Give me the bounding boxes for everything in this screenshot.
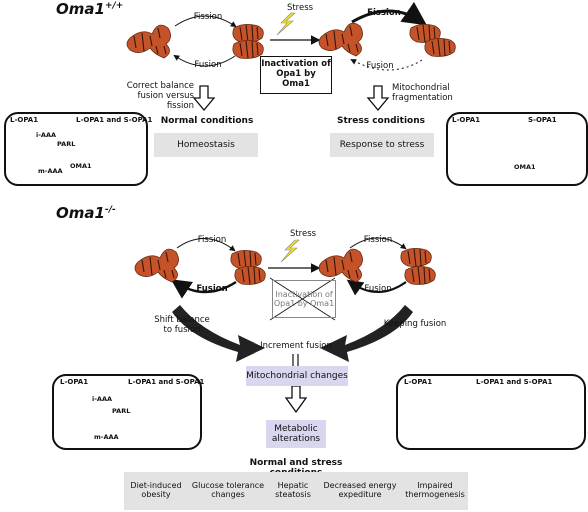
normal-conditions-label: Normal conditions (160, 116, 254, 126)
increment-fusion-label: Increment fusion (260, 341, 332, 351)
top-left-cycle (126, 15, 264, 67)
bl-maaa: m-AAA (94, 433, 119, 441)
response-box: Response to stress (330, 133, 434, 157)
stress-conditions-label: Stress conditions (337, 116, 425, 126)
top-title: Oma1+/+ (56, 0, 124, 18)
bottom-fusion-left: Fusion (196, 284, 228, 294)
bottom-title: Oma1-/- (56, 204, 116, 222)
bl-both: L-OPA1 and S-OPA1 (128, 378, 205, 386)
metabolic-box: Metabolic alterations (266, 420, 326, 448)
keeping-fusion-label: Keeping fusion (383, 319, 447, 329)
mito-changes-box: Mitochondrial changes (246, 366, 348, 386)
top-fusion-left: Fusion (194, 60, 222, 70)
keeping-arrow (320, 305, 413, 362)
condition-item: Glucose tolerance changes (191, 481, 265, 499)
bottom-right-panel (396, 374, 586, 450)
tl-parl: PARL (57, 140, 76, 148)
br-both: L-OPA1 and S-OPA1 (476, 378, 553, 386)
top-inactivation-box: Inactivation of Opa1 by Oma1 (260, 56, 332, 94)
correct-balance-label: Correct balance fusion versus fission (126, 81, 194, 111)
homeostasis-box: Homeostasis (154, 133, 258, 157)
condition-item: Diet-induced obesity (130, 481, 182, 499)
bottom-left-panel (52, 374, 202, 450)
bottom-left-cycle (134, 238, 266, 299)
bottom-stress-label: Stress (289, 229, 317, 239)
tl-maaa: m-AAA (38, 167, 63, 175)
br-lopa1: L-OPA1 (404, 378, 433, 386)
top-left-down-arrow (192, 85, 216, 112)
top-fission-right: Fission (367, 8, 401, 18)
tr-sopa1: S-OPA1 (528, 116, 557, 124)
mito-frag-label: Mitochondrial fragmentation (392, 83, 453, 103)
top-fusion-right: Fusion (366, 61, 394, 71)
bl-parl: PARL (112, 407, 131, 415)
top-left-panel (4, 112, 148, 186)
top-right-panel (446, 112, 588, 186)
bottom-fission-left: Fission (197, 235, 227, 245)
condition-item: Impaired thermogenesis (405, 481, 465, 499)
metabolic-down-arrow (284, 385, 308, 414)
tl-both: L-OPA1 and S-OPA1 (76, 116, 153, 124)
shift-balance-label: Shift balance to fusion (154, 315, 210, 335)
tl-oma1: OMA1 (70, 162, 92, 170)
bottom-right-cycle (318, 237, 436, 296)
bottom-inactivation-box: Inactivation of Opa1 by Oma1 (272, 280, 336, 318)
condition-item: Decreased energy expediture (323, 481, 397, 499)
top-right-down-arrow (366, 85, 390, 112)
top-stress-label: Stress (286, 3, 314, 13)
top-fission-left: Fission (193, 12, 223, 22)
cross-line-2 (269, 277, 336, 321)
tr-lopa1: L-OPA1 (452, 116, 481, 124)
tr-oma1: OMA1 (514, 163, 536, 171)
condition-item: Hepatic steatosis (275, 481, 311, 499)
bl-iaaa: i-AAA (92, 395, 113, 403)
shift-arrow (172, 305, 265, 362)
tl-lopa1: L-OPA1 (10, 116, 39, 124)
bottom-fusion-right: Fusion (364, 284, 392, 294)
top-right-cycle (318, 1, 456, 71)
bottom-fission-right: Fission (363, 235, 393, 245)
conditions-row: Diet-induced obesity Glucose tolerance c… (124, 472, 468, 510)
tl-iaaa: i-AAA (36, 131, 57, 139)
bl-lopa1: L-OPA1 (60, 378, 89, 386)
